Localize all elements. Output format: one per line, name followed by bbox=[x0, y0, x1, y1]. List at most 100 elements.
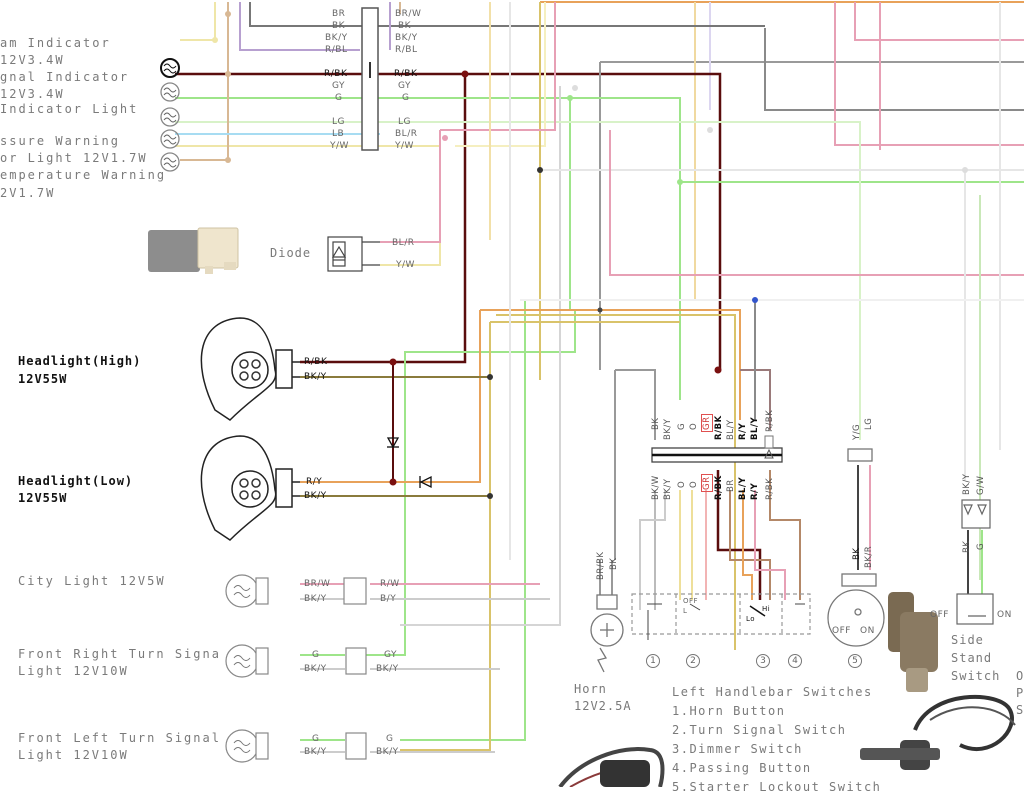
switch-internals bbox=[647, 603, 805, 640]
indicator-label-4b: or Light 12V1.7W bbox=[0, 151, 148, 165]
conn-right-6: G bbox=[402, 93, 410, 103]
conn-left-0: BR bbox=[332, 9, 346, 19]
city-wire-in-0: BR/W bbox=[304, 579, 331, 589]
switch-number-3: 3 bbox=[756, 654, 770, 668]
sw2-label-l: L bbox=[683, 607, 688, 615]
conn-right-9: Y/W bbox=[395, 141, 414, 151]
indicator-bulbs bbox=[160, 58, 180, 172]
hb-bot-5: R/BK bbox=[714, 475, 724, 500]
conn-left-3: R/BL bbox=[325, 45, 348, 55]
hb-top-4: GR bbox=[701, 414, 713, 432]
switch-number-5: 5 bbox=[848, 654, 862, 668]
conn-left-9: Y/W bbox=[330, 141, 349, 151]
fr-wire-out-0: GY bbox=[384, 650, 398, 660]
headlight-low-wire-0: R/Y bbox=[306, 477, 323, 487]
hb-top-5: R/BK bbox=[714, 415, 724, 440]
hb-top-3: O bbox=[689, 422, 699, 430]
horn-symbol bbox=[590, 594, 624, 673]
hb-top-2: G bbox=[677, 422, 687, 430]
sidestand-label-2: Stand bbox=[951, 651, 993, 665]
front-left-turn-label-2: Light 12V10W bbox=[18, 748, 129, 762]
hb-bot-7: BL/Y bbox=[738, 476, 748, 500]
fr-wire-in-0: G bbox=[312, 650, 320, 660]
diode-label: Diode bbox=[270, 246, 312, 260]
indicator-label-2b: 12V3.4W bbox=[0, 87, 65, 101]
horn-wire-1: BK bbox=[609, 557, 619, 570]
sidestand-off: OFF bbox=[930, 610, 949, 620]
indicator-label-1a: am Indicator bbox=[0, 36, 111, 50]
wires-background bbox=[175, 1, 1024, 753]
conn-right-3: R/BL bbox=[395, 45, 418, 55]
fl-wire-out-1: BK/Y bbox=[376, 747, 399, 757]
fr-wire-out-1: BK/Y bbox=[376, 664, 399, 674]
conn-left-2: BK/Y bbox=[325, 33, 348, 43]
lockout-on: ON bbox=[860, 626, 875, 636]
top-connector bbox=[361, 7, 379, 151]
indicator-label-2a: gnal Indicator bbox=[0, 70, 130, 84]
small-lamps bbox=[225, 574, 367, 763]
conn-right-7: LG bbox=[398, 117, 411, 127]
switch-number-4: 4 bbox=[788, 654, 802, 668]
indicator-label-5b: 2V1.7W bbox=[0, 186, 56, 200]
lockout-switch-photo bbox=[888, 592, 938, 692]
sw3-label-lo: Lo bbox=[746, 615, 756, 623]
hb-bot-1: BK/Y bbox=[663, 478, 673, 500]
hb-bot-3: O bbox=[689, 480, 699, 488]
conn-right-0: BR/W bbox=[395, 9, 422, 19]
hb-top-0: BK bbox=[651, 417, 661, 430]
conn-left-8: LB bbox=[332, 129, 345, 139]
hb-top-6: BL/Y bbox=[726, 419, 736, 440]
headlight-high-shape bbox=[200, 317, 300, 421]
headlight-high-name: Headlight(High) bbox=[18, 354, 142, 368]
headlight-high-wire-0: R/BK bbox=[304, 357, 328, 367]
headlight-low-shape bbox=[200, 435, 300, 541]
left-handlebar-item-5: 5.Starter Lockout Switch bbox=[672, 780, 882, 794]
fl-wire-in-0: G bbox=[312, 734, 320, 744]
conn-right-1: BK bbox=[398, 21, 412, 31]
fl-wire-out-0: G bbox=[386, 734, 394, 744]
sidestand-wire-gw: G/W bbox=[976, 475, 986, 495]
sidestand-wire-bky: BK/Y bbox=[962, 473, 972, 495]
indicator-label-1b: 12V3.4W bbox=[0, 53, 65, 67]
diode-photo bbox=[148, 227, 239, 274]
diode-symbol bbox=[327, 236, 380, 272]
city-wire-out-1: B/Y bbox=[380, 594, 397, 604]
horn-wire-0: BR/BK bbox=[596, 551, 606, 580]
city-wire-in-1: BK/Y bbox=[304, 594, 327, 604]
sw2-label-off: OFF bbox=[683, 597, 699, 605]
left-handlebar-title: Left Handlebar Switches bbox=[672, 685, 873, 699]
conn-right-8: BL/R bbox=[395, 129, 418, 139]
cut-letter-p: P bbox=[1016, 686, 1024, 700]
left-handlebar-item-3: 3.Dimmer Switch bbox=[672, 742, 803, 756]
diode-wire-0: BL/R bbox=[392, 238, 415, 248]
hb-top-8: BL/Y bbox=[750, 416, 760, 440]
hb-top-7: R/Y bbox=[738, 422, 748, 440]
cut-letter-s: S bbox=[1016, 703, 1024, 717]
lockout-wire-bk: BK bbox=[852, 547, 862, 560]
cut-letter-o: O bbox=[1016, 669, 1024, 683]
lockout-off: OFF bbox=[832, 626, 851, 636]
hb-bot-4: GR bbox=[701, 474, 713, 492]
bulb-filaments bbox=[163, 63, 177, 168]
conn-left-7: LG bbox=[332, 117, 345, 127]
diode-wire-1: Y/W bbox=[396, 260, 415, 270]
conn-left-6: G bbox=[335, 93, 343, 103]
headlight-low-name: Headlight(Low) bbox=[18, 474, 134, 488]
lockout-wire-bkr: BK/R bbox=[864, 545, 874, 568]
conn-left-1: BK bbox=[332, 21, 346, 31]
sidestand-on: ON bbox=[997, 610, 1012, 620]
left-handlebar-item-1: 1.Horn Button bbox=[672, 704, 786, 718]
sidestand-wire-g: G bbox=[976, 542, 986, 550]
front-left-turn-label-1: Front Left Turn Signal bbox=[18, 731, 221, 745]
indicator-label-4a: ssure Warning bbox=[0, 134, 120, 148]
sidestand-wire-bk: BK bbox=[962, 540, 972, 553]
front-right-turn-label-1: Front Right Turn Signa bbox=[18, 647, 221, 661]
hb-top-1: BK/Y bbox=[663, 418, 673, 440]
bridge-diodes bbox=[386, 437, 432, 489]
indicator-label-3a: Indicator Light bbox=[0, 102, 139, 116]
headlight-low-spec: 12V55W bbox=[18, 491, 68, 505]
hb-bot-0: BK/W bbox=[651, 475, 661, 500]
junction-dots bbox=[212, 11, 968, 499]
handlebar-switch-box bbox=[631, 593, 811, 635]
